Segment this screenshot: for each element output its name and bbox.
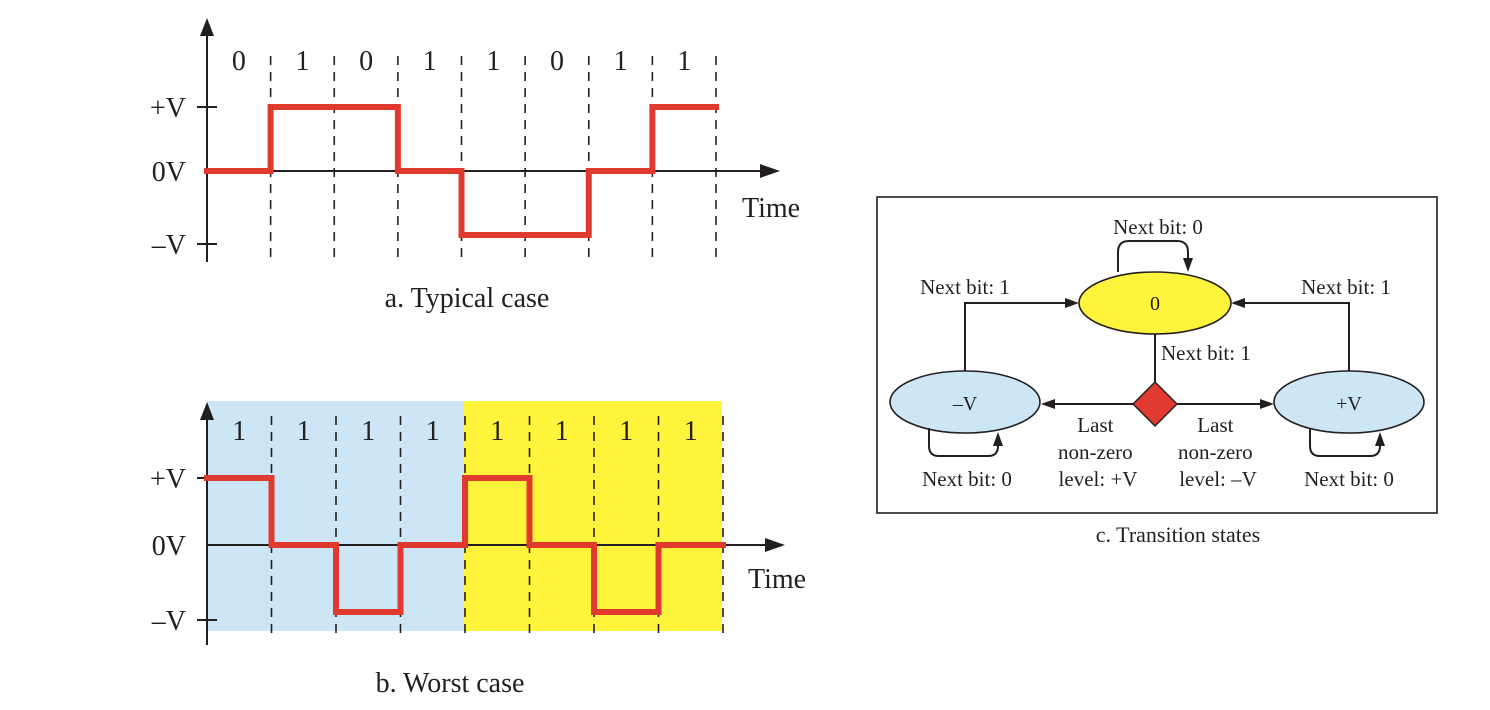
caption-a: a. Typical case <box>385 283 550 314</box>
caption-b: b. Worst case <box>376 668 525 699</box>
y-label-pos: +V <box>150 93 186 124</box>
bit-label: 1 <box>555 416 569 447</box>
arrowhead <box>1231 298 1245 308</box>
bit-boundaries <box>269 56 717 262</box>
label-neg-self: Next bit: 0 <box>922 467 1012 491</box>
decision-right-label: Last non-zero level: –V <box>1178 413 1258 491</box>
y-label-neg: –V <box>151 230 186 261</box>
mlt3-signal-trace <box>204 104 719 238</box>
bit-labels: 0 1 0 1 1 0 1 1 <box>232 46 691 77</box>
arrowhead <box>1041 399 1055 409</box>
bit-label: 1 <box>486 46 500 77</box>
bit-label: 1 <box>297 416 311 447</box>
decision-left-label: Last non-zero level: +V <box>1058 413 1138 491</box>
bit-label: 1 <box>426 416 440 447</box>
x-axis-arrowhead <box>760 164 780 178</box>
bit-label: 0 <box>232 46 246 77</box>
label-zero-to-decision: Next bit: 1 <box>1161 341 1251 365</box>
bit-label: 1 <box>619 416 633 447</box>
state-neg-v-label: –V <box>952 393 978 415</box>
arrowhead <box>1065 298 1079 308</box>
arrowhead <box>1260 399 1274 409</box>
bit-label: 0 <box>550 46 564 77</box>
label-neg-to-zero: Next bit: 1 <box>920 275 1010 299</box>
state-diagram-frame <box>876 196 1438 514</box>
state-pos-v-label: +V <box>1336 393 1362 415</box>
arrowhead <box>1183 258 1193 272</box>
self-loop-neg-v <box>928 428 999 457</box>
y-label-neg: –V <box>151 606 186 637</box>
x-axis-label: Time <box>742 193 800 224</box>
y-label-zero: 0V <box>152 157 186 188</box>
y-axis-arrowhead <box>200 402 214 420</box>
mlt3-signal-trace <box>204 475 726 615</box>
x-axis-arrowhead <box>765 538 785 552</box>
bit-label: 1 <box>677 46 691 77</box>
label-pos-to-zero: Next bit: 1 <box>1301 275 1391 299</box>
panel-worst-case: +V 0V –V Time 1 1 1 1 1 1 1 1 b. Worst case <box>150 401 806 699</box>
panel-typical-case: +V 0V –V Time 0 1 0 1 1 0 1 1 a. Typical case <box>150 18 800 314</box>
label-pos-self: Next bit: 0 <box>1304 467 1394 491</box>
bit-label: 1 <box>232 416 246 447</box>
bit-label: 1 <box>684 416 698 447</box>
x-axis-label: Time <box>748 564 806 595</box>
bit-label: 1 <box>361 416 375 447</box>
y-label-pos: +V <box>150 464 186 495</box>
self-loop-zero <box>1117 240 1189 272</box>
y-label-zero: 0V <box>152 531 186 562</box>
label-zero-self: Next bit: 0 <box>1113 215 1203 239</box>
bit-label: 1 <box>490 416 504 447</box>
bit-label: 1 <box>295 46 309 77</box>
decision-diamond <box>1132 381 1178 427</box>
bit-label: 1 <box>423 46 437 77</box>
caption-c: c. Transition states <box>1096 522 1260 547</box>
arrow-pos-to-zero <box>1240 302 1350 371</box>
arrow-neg-to-zero <box>964 302 1070 371</box>
state-zero-label: 0 <box>1150 293 1160 315</box>
bit-label: 0 <box>359 46 373 77</box>
self-loop-pos-v <box>1309 428 1381 457</box>
bit-label: 1 <box>614 46 628 77</box>
bit-labels: 1 1 1 1 1 1 1 1 <box>232 416 698 447</box>
panel-transition-states: 0 –V +V Next bit: 0 Next bit: 1 Next bit… <box>876 196 1438 547</box>
arrowhead <box>1375 432 1385 446</box>
y-axis-arrowhead <box>200 18 214 36</box>
arrowhead <box>993 432 1003 446</box>
